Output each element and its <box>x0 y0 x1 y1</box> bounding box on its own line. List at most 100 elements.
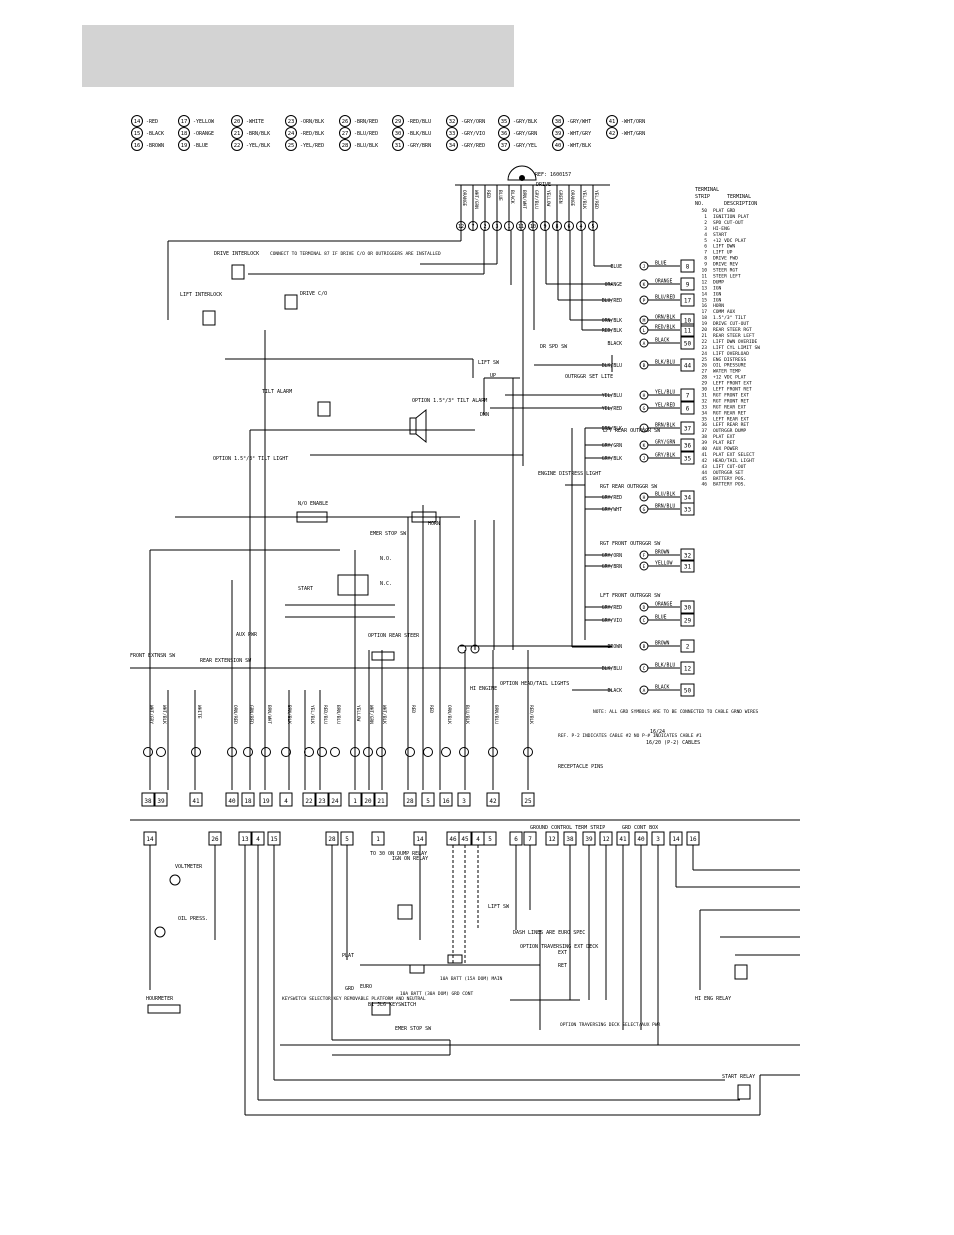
legend-color: -GRY/BRN <box>407 143 431 149</box>
conn-terminal <box>680 401 695 415</box>
term-strip-no: 41 <box>701 452 707 458</box>
bottom-terminal-number: 16 <box>442 798 450 805</box>
bottom-wire-label: RED/BLK <box>528 705 534 724</box>
term-strip-no: 28 <box>701 375 707 381</box>
ground-terminal-number: 28 <box>328 836 336 843</box>
legend-number: 29 <box>395 119 402 125</box>
tilt-alarm-label: TILT ALARM <box>262 389 292 395</box>
hi-eng-relay-label: HI ENG RELAY <box>695 996 731 1002</box>
conn-terminal <box>680 613 695 627</box>
legend-circle <box>446 139 458 151</box>
ground-terminal-number: 41 <box>619 836 627 843</box>
option-traversing-label: OPTION TRAVERSING EXT DECK <box>520 944 598 950</box>
conn-wire-out: BLUE <box>655 261 667 267</box>
legend-number: 17 <box>181 119 188 125</box>
legend-number: 22 <box>234 143 241 149</box>
term-strip-desc: OIL PRESSURE <box>713 363 746 369</box>
bottom-wire-label: BRN/WHT <box>266 705 272 724</box>
conn-pin-letter: M <box>643 318 646 324</box>
legend-color: -WHT/BLK <box>567 143 591 149</box>
ground-terminal-number: 46 <box>449 836 457 843</box>
bottom-wire-label: BLU/BLK <box>464 705 470 724</box>
conn-wire-in: BRN/BLK <box>602 426 622 432</box>
conn-wire-in: RED/BLK <box>602 328 622 334</box>
term-strip-desc: LEFT REAR EXT <box>713 416 749 422</box>
legend-number: 23 <box>288 119 295 125</box>
term-strip-no: 42 <box>701 458 707 464</box>
conn-pin-letter: C <box>643 666 646 672</box>
schematic-labels: DRIVE INTERLOCK LIFT INTERLOCK CONNECT T… <box>130 251 759 1080</box>
bottom-pin <box>143 747 153 757</box>
ground-terminal-number: 45 <box>461 836 469 843</box>
legend-color: -YEL/RED <box>300 143 324 149</box>
bottom-terminal <box>421 792 435 807</box>
legend-color: -GRY/ORN <box>461 119 485 125</box>
bottom-wire-label: ORN/RED <box>232 705 238 724</box>
term-strip-desc: HORN <box>713 303 724 309</box>
conn-wire-out: BRN/BLK <box>655 423 675 429</box>
bottom-wire-label: WHT/GRY <box>148 705 154 724</box>
fuse-grd-label: 10A BATT (30A DOM) GRD CONT <box>400 991 473 997</box>
legend-circle <box>392 139 404 151</box>
term-strip-desc: +12 VDC PLAT <box>713 375 746 381</box>
cables-1620-label: 16/20 (P-2) CABLES <box>646 740 700 746</box>
conn-wire-in: BROWN <box>608 644 623 650</box>
legend-circle <box>285 139 297 151</box>
option-tilt-light-label: OPTION 1.5°/3° TILT LIGHT <box>213 456 288 462</box>
conn-wire-out: YEL/BLU <box>655 390 675 396</box>
drive-pin-number: 3 <box>495 224 498 230</box>
components <box>202 264 480 661</box>
term-strip-desc: PLAT EXT SELECT <box>713 452 755 458</box>
conn-terminal-number: 50 <box>684 688 692 695</box>
lift-interlock-relay <box>202 310 216 326</box>
lift-sw-label: LIFT SW <box>478 360 500 366</box>
term-strip-desc: IGN <box>713 285 722 291</box>
conn-wire-out: GRY/BLK <box>655 453 675 459</box>
bottom-terminal-number: 1 <box>353 798 357 805</box>
aux-pwr-label: AUX PWR <box>236 632 258 638</box>
legend-circle <box>339 127 351 139</box>
receptacle-pins-label: RECEPTACLE PINS <box>558 764 603 770</box>
bottom-pin <box>243 747 253 757</box>
term-strip-no: 36 <box>701 422 707 428</box>
legend-circle <box>446 115 458 127</box>
drive-pin-number: 11 <box>518 224 524 230</box>
conn-wire-out: YEL/RED <box>655 403 675 409</box>
drive-wire-label: ORANGE <box>569 190 575 207</box>
term-strip-no: 38 <box>701 434 707 440</box>
legend-number: 34 <box>449 143 456 149</box>
legend-circle <box>131 127 143 139</box>
bottom-terminal-number: 5 <box>426 798 430 805</box>
outrggr-set-lite-label: OUTRGGR SET LITE <box>565 374 613 380</box>
conn-terminal-number: 17 <box>684 298 692 305</box>
legend-color: -BLACK <box>146 131 164 137</box>
legend-color: -BLK/BLU <box>407 131 431 137</box>
term-strip-no: 35 <box>701 416 707 422</box>
ground-control-label: GROUND CONTROL TERM STRIP <box>530 825 605 831</box>
conn-terminal <box>680 358 695 372</box>
conn-wire-in: BLACK <box>608 688 623 694</box>
term-strip-desc: +12 VDC PLAT <box>713 238 746 244</box>
legend-number: 19 <box>181 143 188 149</box>
term-strip-desc: LEFT REAR RET <box>713 422 749 428</box>
ground-terminal-number: 38 <box>566 836 574 843</box>
term-strip-no: 2 <box>704 220 707 226</box>
ground-terminal-number: 26 <box>211 836 219 843</box>
drive-interlock-relay <box>231 264 245 280</box>
conn-terminal-number: 34 <box>684 495 692 502</box>
ground-terminal-number: 7 <box>528 836 532 843</box>
bottom-terminal <box>457 792 471 807</box>
legend-color: -BLU/BLK <box>354 143 378 149</box>
term-strip-no: 22 <box>701 339 707 345</box>
conn-terminal-number: 8 <box>686 264 690 271</box>
conn-terminal-number: 7 <box>686 393 690 400</box>
conn-pin-letter: J <box>643 264 646 270</box>
term-strip-no: 37 <box>701 428 707 434</box>
legend-number: 28 <box>342 143 349 149</box>
bottom-terminal <box>315 792 329 807</box>
drive-pin-number: 6 <box>567 224 570 230</box>
bottom-pin <box>363 747 373 757</box>
conn-pin-letter: B <box>643 644 646 650</box>
conn-wire-out: BLK/BLU <box>655 360 675 366</box>
bottom-pin <box>459 747 469 757</box>
